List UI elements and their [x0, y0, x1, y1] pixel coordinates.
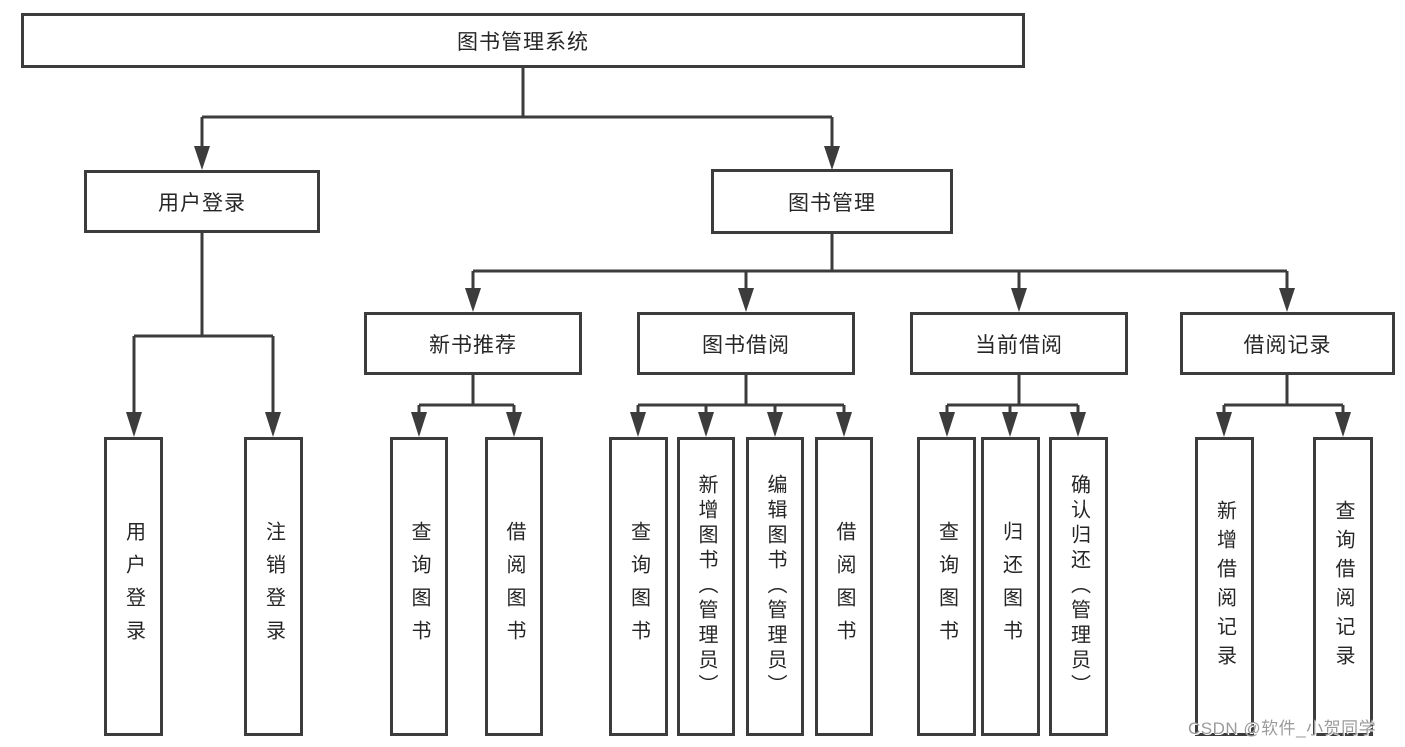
leaf-query-books-current: 查询图书 — [917, 437, 976, 736]
node-book-borrowing: 图书借阅 — [637, 312, 855, 375]
arrow-down-icon — [506, 412, 522, 437]
arrow-down-icon — [824, 146, 840, 170]
arrow-down-icon — [939, 412, 955, 437]
node-library-management-system: 图书管理系统 — [21, 13, 1025, 68]
arrow-down-icon — [1011, 288, 1027, 312]
node-new-book-recommendation: 新书推荐 — [364, 312, 582, 375]
leaf-confirm-return-admin: 确认归还（管理员） — [1049, 437, 1108, 736]
arrow-down-icon — [698, 412, 714, 437]
arrow-down-icon — [465, 288, 481, 312]
leaf-edit-books-admin: 编辑图书（管理员） — [746, 437, 804, 736]
leaf-add-books-admin: 新增图书（管理员） — [677, 437, 735, 736]
arrow-down-icon — [126, 412, 142, 437]
leaf-borrow-books: 借阅图书 — [815, 437, 873, 736]
leaf-user-login: 用户登录 — [104, 437, 163, 736]
arrow-down-icon — [1279, 288, 1295, 312]
leaf-query-books-recommend: 查询图书 — [390, 437, 448, 736]
node-current-borrowing: 当前借阅 — [910, 312, 1128, 375]
arrow-down-icon — [1070, 412, 1086, 437]
leaf-return-books: 归还图书 — [981, 437, 1040, 736]
arrow-down-icon — [1216, 412, 1232, 437]
arrow-down-icon — [630, 412, 646, 437]
leaf-query-borrow-record: 查询借阅记录 — [1313, 437, 1373, 736]
watermark: CSDN @软件_小贺同学 — [1188, 719, 1377, 738]
leaf-borrow-books-recommend: 借阅图书 — [485, 437, 543, 736]
arrow-down-icon — [194, 146, 210, 170]
leaf-logout: 注销登录 — [244, 437, 303, 736]
arrow-down-icon — [411, 412, 427, 437]
arrow-down-icon — [767, 412, 783, 437]
leaf-query-books-borrowing: 查询图书 — [609, 437, 668, 736]
arrow-down-icon — [836, 412, 852, 437]
arrow-down-icon — [1335, 412, 1351, 437]
leaf-add-borrow-record: 新增借阅记录 — [1195, 437, 1254, 736]
arrow-down-icon — [1002, 412, 1018, 437]
arrow-down-icon — [738, 288, 754, 312]
arrow-down-icon — [265, 412, 281, 437]
node-borrowing-records: 借阅记录 — [1180, 312, 1395, 375]
node-book-management: 图书管理 — [711, 169, 953, 234]
node-user-login: 用户登录 — [84, 170, 320, 233]
